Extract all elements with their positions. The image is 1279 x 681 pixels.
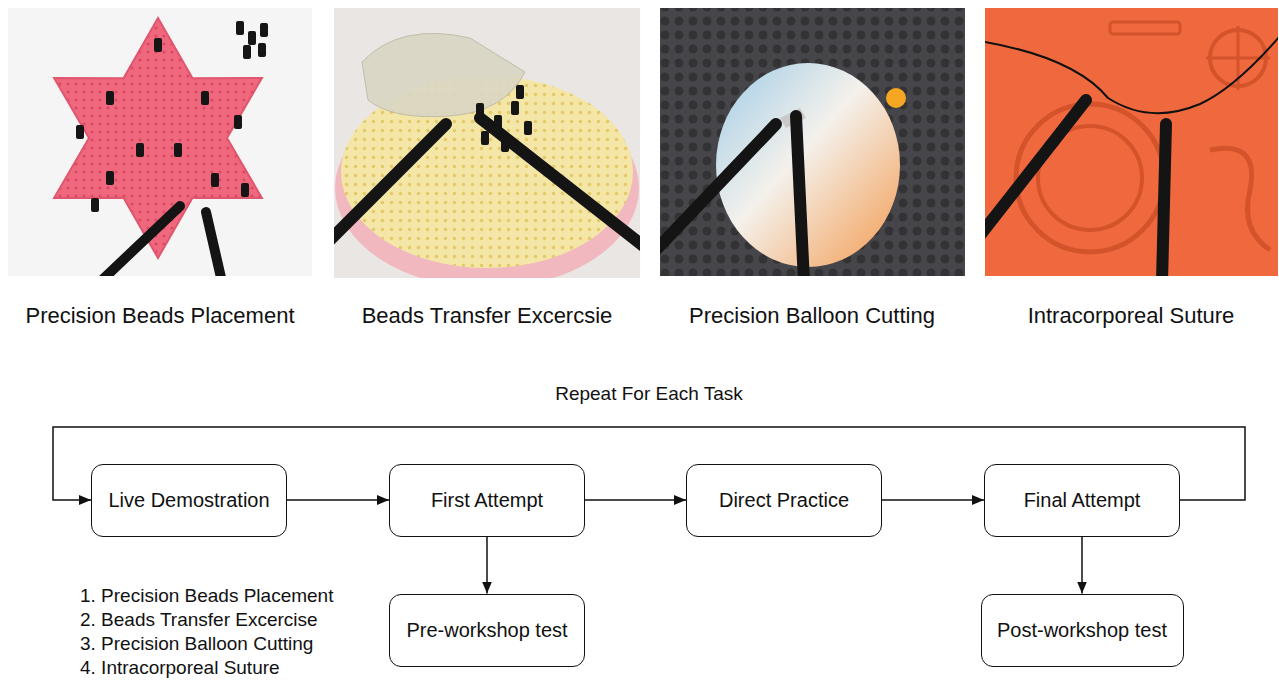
- photo-caption: Intracorporeal Suture: [1028, 303, 1235, 329]
- bead: [154, 38, 162, 52]
- loop-label: Repeat For Each Task: [552, 383, 746, 406]
- process-box: Pre-workshop test: [389, 594, 585, 667]
- photo-ground: [660, 8, 965, 276]
- bead: [136, 143, 144, 157]
- flow-arrow: [585, 499, 686, 501]
- bead: [516, 85, 524, 99]
- ring-outline: [1016, 104, 1164, 252]
- bead: [241, 183, 249, 197]
- suture-thread: [985, 36, 1278, 113]
- photo-caption: Beads Transfer Excercsie: [362, 303, 613, 329]
- bead: [524, 121, 532, 135]
- instrument-shaft: [1162, 124, 1166, 276]
- process-box: Post-workshop test: [981, 594, 1184, 667]
- bead: [106, 91, 114, 105]
- bead: [236, 21, 244, 35]
- s-outline: [1210, 148, 1270, 250]
- photo-caption: Precision Balloon Cutting: [689, 303, 935, 329]
- process-box: Final Attempt: [984, 464, 1180, 537]
- bead: [234, 115, 242, 129]
- box-label: Post-workshop test: [997, 618, 1167, 642]
- instrument-shaft: [796, 116, 804, 276]
- instrument-shaft: [985, 100, 1086, 238]
- instrument-shaft: [660, 124, 776, 252]
- process-box: Live Demostration: [91, 464, 287, 537]
- instrument-shaft: [334, 124, 446, 242]
- process-box: First Attempt: [389, 464, 585, 537]
- bead: [211, 173, 219, 187]
- photo-ground: [985, 8, 1278, 276]
- flow-arrow: [287, 499, 389, 501]
- task-list-item: 1. Precision Beads Placement: [80, 585, 333, 608]
- bead: [243, 45, 251, 59]
- bead: [481, 131, 489, 145]
- bead: [248, 31, 256, 45]
- box-label: Live Demostration: [108, 488, 269, 512]
- photo-caption: Precision Beads Placement: [25, 303, 294, 329]
- bead: [76, 125, 84, 139]
- specimen-bag: [362, 33, 525, 116]
- beads-placement-photo: [8, 8, 312, 276]
- photo-ground: [8, 8, 312, 276]
- flow-arrow: [486, 537, 488, 594]
- task-list-item: 3. Precision Balloon Cutting: [80, 633, 313, 656]
- flow-arrow: [1081, 537, 1083, 594]
- bead: [511, 101, 519, 115]
- bead: [174, 143, 182, 157]
- task-list-item: 4. Intracorporeal Suture: [80, 657, 280, 680]
- box-label: Final Attempt: [1024, 488, 1141, 512]
- box-label: Pre-workshop test: [406, 618, 567, 642]
- suture-photo: [985, 8, 1278, 276]
- flow-arrow: [882, 499, 984, 501]
- bead: [106, 171, 114, 185]
- task-list-item: 2. Beads Transfer Excercise: [80, 609, 318, 632]
- instrument-shaft: [100, 206, 180, 276]
- balloon-knot: [886, 88, 906, 108]
- bead: [91, 198, 99, 212]
- bar-outline: [1110, 22, 1180, 34]
- instrument-shaft: [206, 212, 222, 276]
- box-label: First Attempt: [431, 488, 543, 512]
- bead: [201, 91, 209, 105]
- bead: [258, 43, 266, 57]
- balloon-cutting-photo: [660, 8, 965, 276]
- instrument-shaft: [480, 118, 640, 248]
- process-box: Direct Practice: [686, 464, 882, 537]
- box-label: Direct Practice: [719, 488, 849, 512]
- beads-transfer-photo: [334, 8, 640, 278]
- bead: [260, 23, 268, 37]
